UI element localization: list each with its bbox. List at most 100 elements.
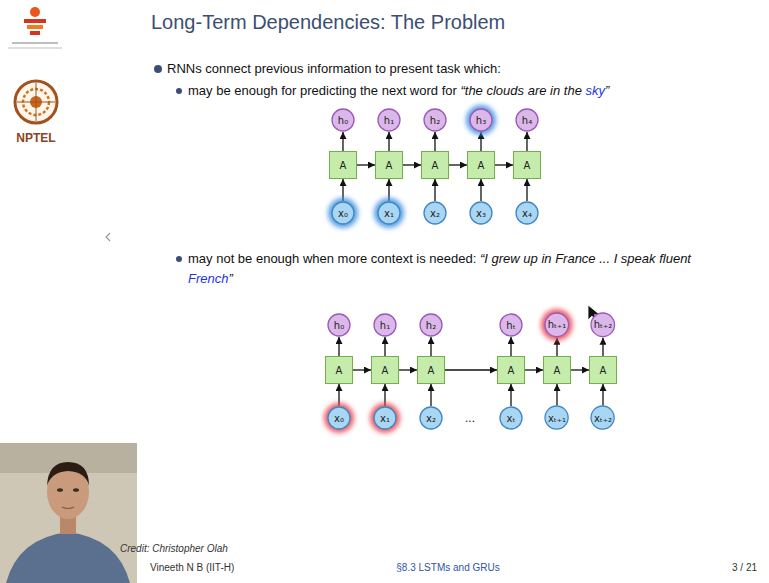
connector-arrow <box>571 369 589 370</box>
text-line: may be enough for predicting the next wo… <box>188 83 609 99</box>
slide-title: Long-Term Dependencies: The Problem <box>151 11 505 33</box>
connector-arrow <box>384 337 385 356</box>
footer-section: §8.3 LSTMs and GRUs <box>396 562 499 573</box>
node-label: A <box>554 365 561 376</box>
output-state-circle: h₀ <box>327 313 351 337</box>
connector-arrow <box>342 132 343 151</box>
webcam-video <box>0 443 137 583</box>
connector-arrow <box>338 337 339 356</box>
node-label: h₂ <box>430 115 440 126</box>
text-line: may not be enough when more context is n… <box>188 251 691 267</box>
input-circle: xₜ <box>499 406 523 430</box>
node-label: x₂ <box>430 208 440 219</box>
input-circle: x₀ <box>327 406 351 430</box>
connector-arrow <box>384 384 385 406</box>
node-label: x₀ <box>338 208 348 219</box>
connector-arrow <box>342 179 343 201</box>
rnn-cell-box: A <box>325 356 353 384</box>
slide-title-box: Long-Term Dependencies: The Problem <box>151 11 505 34</box>
output-state-circle: h₂ <box>423 108 447 132</box>
node-label: A <box>428 365 435 376</box>
connector-arrow <box>445 369 497 370</box>
node-label: hₜ <box>506 320 515 331</box>
text-line: Vineeth N B (IIT-H) <box>150 560 234 576</box>
connector-arrow <box>525 369 543 370</box>
output-state-circle: h₃ <box>469 108 493 132</box>
node-label: A <box>508 365 515 376</box>
credit-note: Credit: Christopher Olah <box>120 543 228 554</box>
node-label: x₀ <box>334 413 344 424</box>
quote-mark: ” <box>605 83 609 98</box>
node-label: A <box>478 160 485 171</box>
footer-author: Vineeth N B (IIT-H) <box>150 562 234 573</box>
text-line: §8.3 LSTMs and GRUs <box>396 560 499 576</box>
input-circle: x₃ <box>469 201 493 225</box>
input-circle: x₀ <box>331 201 355 225</box>
sub-bullet <box>176 256 182 262</box>
quote-mark: ” <box>228 271 232 286</box>
rnn-cell-box: A <box>467 151 495 179</box>
text-line: RNNs connect previous information to pre… <box>167 61 501 77</box>
highlight-word: French <box>188 271 228 286</box>
output-state-circle: h₁ <box>377 108 401 132</box>
page-number: 3 / 21 <box>732 562 757 573</box>
node-label: xₜ <box>507 413 516 424</box>
quote-text: “the clouds are in the <box>460 83 581 98</box>
text-line: 3 / 21 <box>732 560 757 576</box>
connector-arrow <box>403 164 421 165</box>
node-label: hₜ₊₁ <box>548 319 567 330</box>
rnn-cell-box: A <box>329 151 357 179</box>
rnn-cell-box: A <box>375 151 403 179</box>
input-circle: x₁ <box>377 201 401 225</box>
rnn-cell-box: A <box>513 151 541 179</box>
connector-arrow <box>449 164 467 165</box>
input-circle: xₜ₊₁ <box>544 405 569 430</box>
bullet-text: RNNs connect previous information to pre… <box>167 61 501 76</box>
node-label: x₁ <box>380 413 390 424</box>
connector-arrow <box>510 337 511 356</box>
node-label: xₜ₊₂ <box>594 413 612 424</box>
node-label: A <box>382 365 389 376</box>
bullet-text: may be enough for predicting the next wo… <box>188 83 457 98</box>
highlight-word: sky <box>585 83 605 98</box>
node-label: A <box>524 160 531 171</box>
iit-logo <box>8 7 62 48</box>
connector-arrow <box>495 164 513 165</box>
connector-arrow <box>602 338 603 356</box>
input-circle: x₂ <box>423 201 447 225</box>
node-label: xₜ₊₁ <box>548 413 566 424</box>
rnn-cell-box: A <box>421 151 449 179</box>
input-circle: x₄ <box>515 201 539 225</box>
output-state-circle: hₜ <box>499 313 523 337</box>
input-circle: x₂ <box>419 406 443 430</box>
text-line: NPTEL <box>16 130 55 146</box>
bullet-text: may not be enough when more context is n… <box>188 251 476 266</box>
connector-arrow <box>338 384 339 406</box>
logo-label: NPTEL <box>16 131 55 145</box>
output-state-circle: hₜ₊₂ <box>590 312 616 338</box>
connector-arrow <box>434 179 435 201</box>
output-state-circle: h₁ <box>373 313 397 337</box>
connector-arrow <box>357 164 375 165</box>
node-label: A <box>386 160 393 171</box>
output-state-circle: hₜ₊₁ <box>544 312 570 338</box>
text-line: French” <box>188 271 233 287</box>
node-label: h₁ <box>384 115 394 126</box>
node-label: hₜ₊₂ <box>594 319 613 330</box>
bullet <box>154 65 162 73</box>
nav-arrow <box>106 233 110 241</box>
connector-arrow <box>510 384 511 406</box>
quote-text: “I grew up in France ... I speak fluent <box>480 251 691 266</box>
node-label: x₁ <box>384 208 394 219</box>
node-label: h₂ <box>426 320 436 331</box>
output-state-circle: h₄ <box>515 108 539 132</box>
sub-bullet <box>176 88 182 94</box>
output-state-circle: h₀ <box>331 108 355 132</box>
text-line: ... <box>465 410 475 426</box>
node-label: x₂ <box>426 413 436 424</box>
connector-arrow <box>556 384 557 405</box>
rnn-cell-box: A <box>417 356 445 384</box>
connector-arrow <box>388 132 389 151</box>
input-circle: x₁ <box>373 406 397 430</box>
